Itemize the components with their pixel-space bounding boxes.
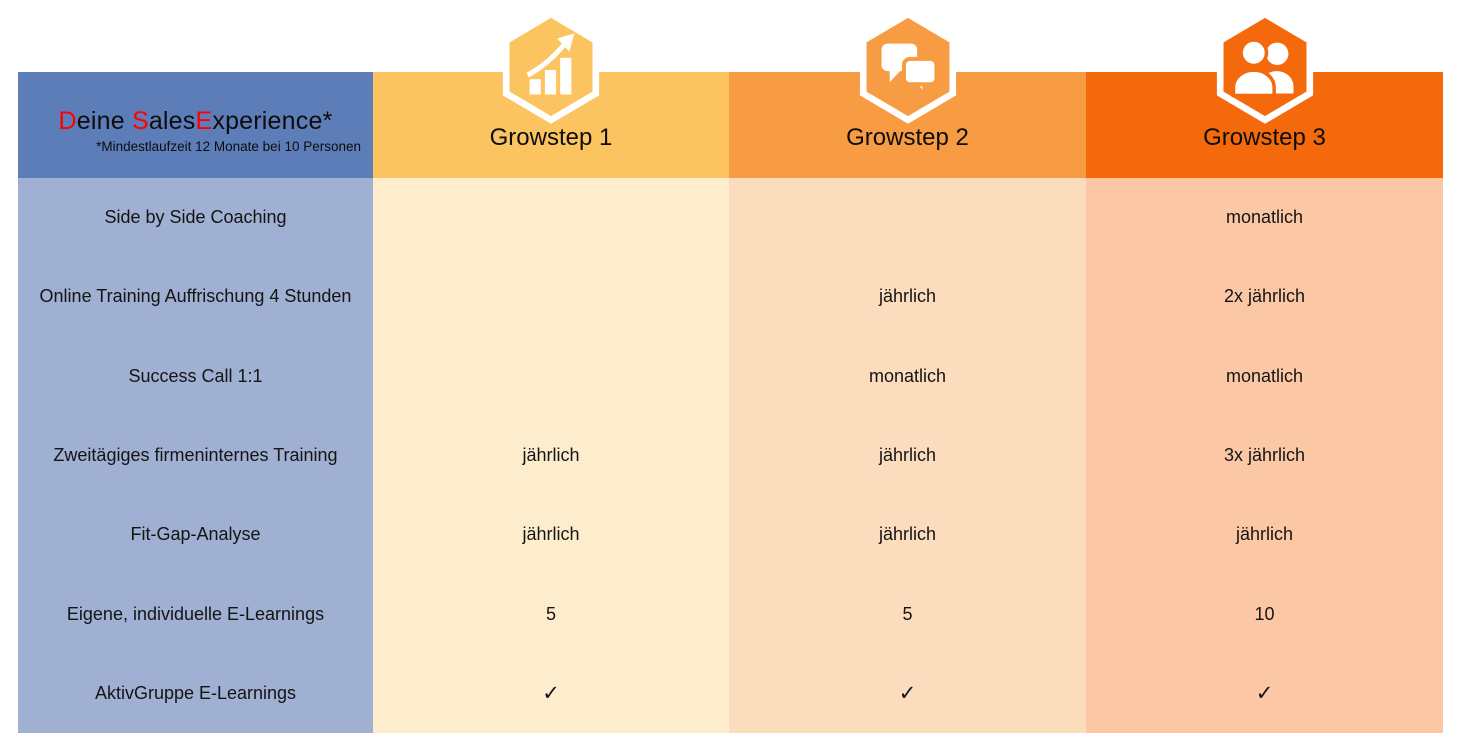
cell: 5 <box>902 603 913 624</box>
growth-chart-icon <box>502 10 600 124</box>
column-growstep-1: Growstep 1 jährlich jährlich 5 ✓ <box>373 10 729 733</box>
title-segment: eine <box>76 106 132 135</box>
checkmark-cell: ✓ <box>542 681 560 705</box>
title-segment: S <box>131 106 149 135</box>
column-header-label: Growstep 1 <box>489 124 613 151</box>
cell <box>373 337 729 416</box>
row-label: AktivGruppe E-Learnings <box>94 682 297 703</box>
cell <box>373 178 729 257</box>
feature-column: Deine SalesExperience* *Mindestlaufzeit … <box>18 72 373 733</box>
row-label: Fit-Gap-Analyse <box>130 524 261 545</box>
row-label: Zweitägiges firmeninternes Training <box>53 444 338 465</box>
page-title: Deine SalesExperience* <box>24 107 367 136</box>
cell: 5 <box>545 603 556 624</box>
title-segment: D <box>58 106 77 135</box>
cell: monatlich <box>1225 365 1304 386</box>
column-growstep-2: Growstep 2 jährlich monatlich jährlich j… <box>729 10 1086 733</box>
cell: 3x jährlich <box>1223 444 1306 465</box>
title-footnote: *Mindestlaufzeit 12 Monate bei 10 Person… <box>96 138 361 154</box>
cell: jährlich <box>1235 524 1294 545</box>
cell: 2x jährlich <box>1223 286 1306 307</box>
checkmark-cell: ✓ <box>1255 681 1274 705</box>
feature-column-body: Side by Side Coaching Online Training Au… <box>18 178 373 733</box>
row-label: Side by Side Coaching <box>104 207 287 228</box>
cell: jährlich <box>878 286 937 307</box>
cell: jährlich <box>878 444 937 465</box>
row-label: Eigene, individuelle E-Learnings <box>66 603 325 624</box>
cell: monatlich <box>868 365 947 386</box>
people-icon <box>1216 10 1313 124</box>
title-segment: ales <box>148 106 196 135</box>
title-segment: E <box>195 106 213 135</box>
cell <box>373 257 729 336</box>
cell: monatlich <box>1225 207 1304 228</box>
checkmark-cell: ✓ <box>898 681 917 705</box>
cell: 10 <box>1254 603 1275 624</box>
feature-column-header: Deine SalesExperience* *Mindestlaufzeit … <box>18 72 373 178</box>
column-body-growstep-1: jährlich jährlich 5 ✓ <box>373 178 729 733</box>
cell <box>729 178 1086 257</box>
row-label: Success Call 1:1 <box>128 365 263 386</box>
title-segment: xperience* <box>212 106 333 135</box>
column-body-growstep-2: jährlich monatlich jährlich jährlich 5 ✓ <box>729 178 1086 733</box>
column-header-growstep-1: Growstep 1 <box>373 10 729 178</box>
column-header-label: Growstep 2 <box>846 124 969 151</box>
cell: jährlich <box>522 444 580 465</box>
row-label: Online Training Auffrischung 4 Stunden <box>39 286 352 307</box>
column-header-growstep-3: Growstep 3 <box>1086 10 1443 178</box>
column-header-label: Growstep 3 <box>1203 124 1326 151</box>
cell: jährlich <box>878 524 937 545</box>
cell: jährlich <box>522 524 580 545</box>
column-body-growstep-3: monatlich 2x jährlich monatlich 3x jährl… <box>1086 178 1443 733</box>
comparison-table: Deine SalesExperience* *Mindestlaufzeit … <box>18 10 1443 733</box>
speech-bubbles-icon <box>859 10 956 124</box>
column-header-growstep-2: Growstep 2 <box>729 10 1086 178</box>
column-growstep-3: Growstep 3 monatlich 2x jährlich monatli… <box>1086 10 1443 733</box>
